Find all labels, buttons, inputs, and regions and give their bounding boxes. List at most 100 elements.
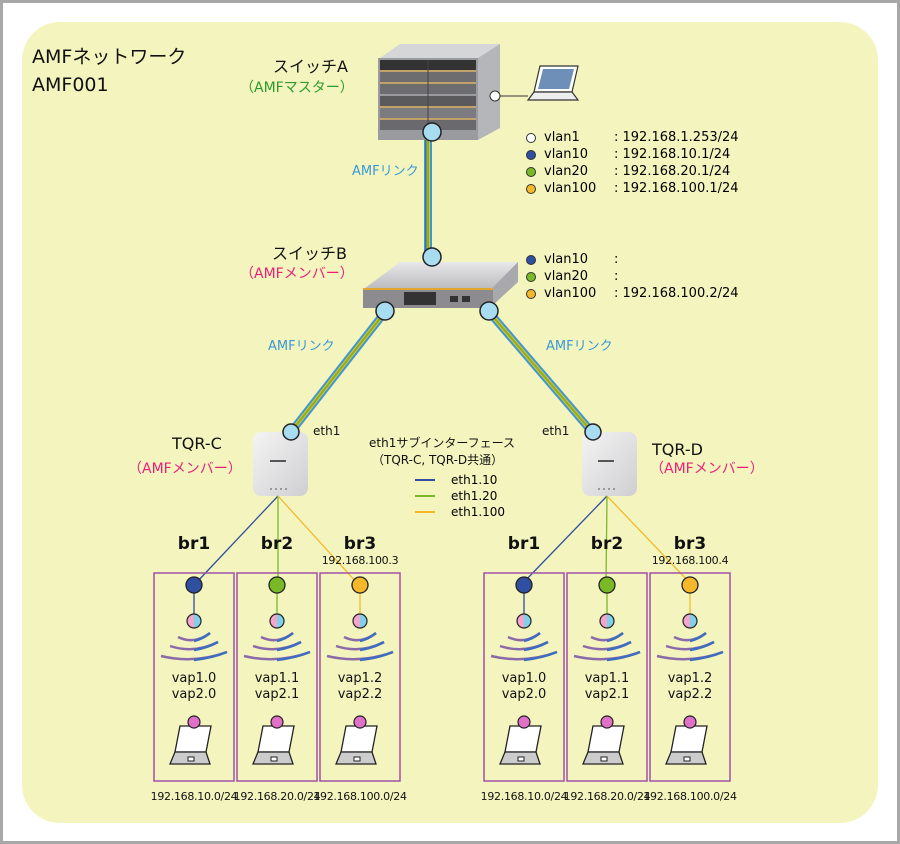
vlan-ip: : 192.168.100.1/24 <box>614 181 739 196</box>
vap-name: vap2.1 <box>584 687 630 702</box>
wifi-signal-icon <box>193 650 228 662</box>
vap-node-left <box>187 614 194 628</box>
vap-node-left <box>683 614 690 628</box>
vlan-color-dot-icon <box>526 183 536 194</box>
wifi-signal-icon <box>276 650 311 662</box>
vlan-ip: : 192.168.100.2/24 <box>614 286 739 301</box>
vap-node-right <box>690 614 697 628</box>
wifi-signal-icon <box>523 650 558 662</box>
switch-b-port-d <box>479 301 499 321</box>
vlan-row: vlan100 : 192.168.100.2/24 <box>526 285 739 302</box>
wifi-signal-icon <box>606 632 624 643</box>
vlan-name: vlan10 <box>544 147 589 162</box>
subif-legend-title: eth1サブインターフェース <box>369 436 516 450</box>
vlan1-mgmt-port <box>489 90 501 102</box>
wifi-signal-icon <box>276 632 294 643</box>
vlan-row: vlan100: 192.168.100.1/24 <box>526 180 739 197</box>
vlan-color-dot-icon <box>526 271 536 282</box>
vap-name: vap2.0 <box>501 687 547 702</box>
client-laptop-icon <box>169 725 212 765</box>
tqr-c-role: （AMFメンバー） <box>128 461 242 477</box>
vap-node-left <box>517 614 524 628</box>
wifi-signal-icon <box>276 640 302 652</box>
client-subnet: 192.168.20.0/24 <box>233 790 321 803</box>
amf-link-b-d <box>485 309 596 435</box>
vlan-row: vlan10: <box>526 251 739 268</box>
wifi-signal-icon <box>523 640 549 652</box>
switch-a-port <box>422 122 442 142</box>
bridge-ip: 192.168.100.4 <box>651 554 729 567</box>
client-node <box>353 715 367 729</box>
switch-a-role: （AMFマスター） <box>240 80 354 96</box>
vlan-color-dot-icon <box>526 132 536 143</box>
wifi-signal-icon <box>193 632 211 643</box>
vap-node-right <box>360 614 367 628</box>
switch-a-chassis[interactable] <box>378 44 500 140</box>
amf-link-label-a-b: AMFリンク <box>352 164 419 179</box>
bridge-ip: 192.168.100.3 <box>321 554 399 567</box>
vlan-name: vlan1 <box>544 130 580 145</box>
bridge-node <box>185 576 203 594</box>
legend-item: eth1.20 <box>415 488 505 504</box>
tqr-c-subif-lines <box>195 495 358 584</box>
vlan-color-dot-icon <box>526 288 536 299</box>
tqr-c-device[interactable] <box>253 432 308 496</box>
client-subnet: 192.168.100.0/24 <box>643 790 737 803</box>
vap-node <box>682 613 698 629</box>
tqr-d-device[interactable] <box>582 432 637 496</box>
vap-node <box>269 613 285 629</box>
bridge-name: br3 <box>673 534 707 554</box>
vlan-row: vlan20: 192.168.20.1/24 <box>526 163 739 180</box>
vap-name: vap2.2 <box>667 687 713 702</box>
vap-name: vap1.0 <box>501 671 547 686</box>
switch-b-name: スイッチB <box>272 244 347 263</box>
vap-name: vap1.2 <box>667 671 713 686</box>
legend-label: eth1.100 <box>451 505 506 519</box>
vlan-row: vlan1 : 192.168.1.253/24 <box>526 129 739 146</box>
vlan-name: vlan100 <box>544 286 597 301</box>
bridge-name: br2 <box>590 534 624 554</box>
wifi-signal-icon <box>523 632 541 643</box>
client-laptop-icon <box>252 725 295 765</box>
vap-node-right <box>607 614 614 628</box>
vap-node-right <box>277 614 284 628</box>
tqr-d-role: （AMFメンバー） <box>650 461 764 477</box>
client-laptop-icon <box>499 725 542 765</box>
tqr-c-name: TQR-C <box>172 434 222 453</box>
bridge-name: br1 <box>177 534 211 554</box>
client-node <box>600 715 614 729</box>
legend-item: eth1.100 <box>415 504 505 520</box>
bridge-cell <box>483 572 565 782</box>
switch-b-chassis[interactable] <box>363 262 518 308</box>
vlan-ip: : 192.168.20.1/24 <box>614 164 731 179</box>
network-id: AMF001 <box>32 74 109 96</box>
vlan-row: vlan20: <box>526 268 739 285</box>
vlan-ip: : 192.168.10.1/24 <box>614 147 731 162</box>
bridge-node <box>681 576 699 594</box>
vap-name: vap2.1 <box>254 687 300 702</box>
bridge-cell <box>319 572 401 782</box>
vap-node <box>186 613 202 629</box>
vlan-color-dot-icon <box>526 254 536 265</box>
amf-link-label-b-c: AMFリンク <box>268 339 335 354</box>
switch-b-port-c <box>375 301 395 321</box>
vap-node-left <box>353 614 360 628</box>
bridge-name: br3 <box>343 534 377 554</box>
wifi-signal-icon <box>689 650 724 662</box>
switch-b-vlan-list: vlan10:vlan20:vlan100 : 192.168.100.2/24 <box>526 251 739 302</box>
vlan-color-dot-icon <box>526 149 536 160</box>
bridge-cell <box>649 572 731 782</box>
wifi-signal-icon <box>689 632 707 643</box>
bridge-node <box>351 576 369 594</box>
management-laptop[interactable] <box>495 65 580 101</box>
vap-node <box>599 613 615 629</box>
wifi-signal-icon <box>689 640 715 652</box>
legend-item: eth1.10 <box>415 472 505 488</box>
legend-line-swatch <box>415 511 435 513</box>
vlan-ip: : 192.168.1.253/24 <box>614 130 739 145</box>
client-node <box>187 715 201 729</box>
tqr-d-name: TQR-D <box>652 440 703 459</box>
vap-name: vap1.2 <box>337 671 383 686</box>
